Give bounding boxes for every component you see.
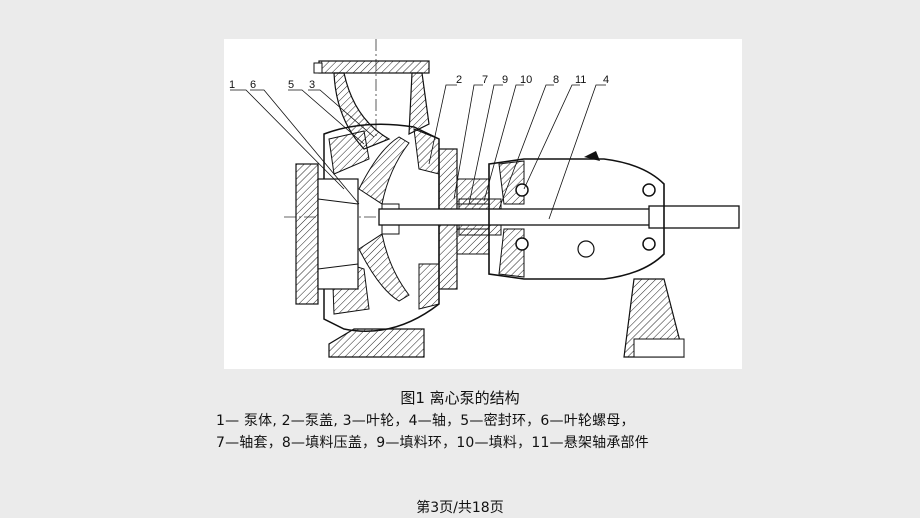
part-label-8: 8 (553, 74, 559, 86)
part-label-11: 11 (575, 74, 586, 86)
part-label-6: 6 (250, 79, 256, 91)
parts-legend-line-2: 7—轴套，8—填料压盖，9—填料环，10—填料，11—悬架轴承部件 (216, 435, 649, 451)
pump-drawing: 1 6 5 3 2 7 9 10 8 11 4 (229, 39, 740, 358)
parts-legend-line-1: 1— 泵体, 2—泵盖, 3—叶轮，4—轴，5—密封环，6—叶轮螺母， (216, 413, 635, 429)
part-label-3: 3 (309, 79, 315, 91)
discharge-nozzle (313, 60, 430, 150)
page-indicator: 第3页/共18页 (416, 500, 504, 516)
figure-caption: 图1 离心泵的结构 (400, 389, 520, 407)
support-feet (328, 278, 685, 358)
bearing-frame (488, 151, 665, 280)
part-label-2: 2 (456, 74, 462, 86)
pump-cross-section-figure: 1 6 5 3 2 7 9 10 8 11 4 (224, 39, 742, 369)
suction-flange (295, 163, 359, 305)
part-label-7: 7 (482, 74, 488, 86)
part-label-5: 5 (288, 79, 294, 91)
part-number-labels: 1 6 5 3 2 7 9 10 8 11 4 (229, 74, 609, 91)
part-label-9: 9 (502, 74, 508, 86)
leader-lines (230, 84, 606, 220)
part-label-10: 10 (520, 74, 532, 86)
part-label-1: 1 (229, 79, 235, 91)
part-label-4: 4 (603, 74, 609, 86)
